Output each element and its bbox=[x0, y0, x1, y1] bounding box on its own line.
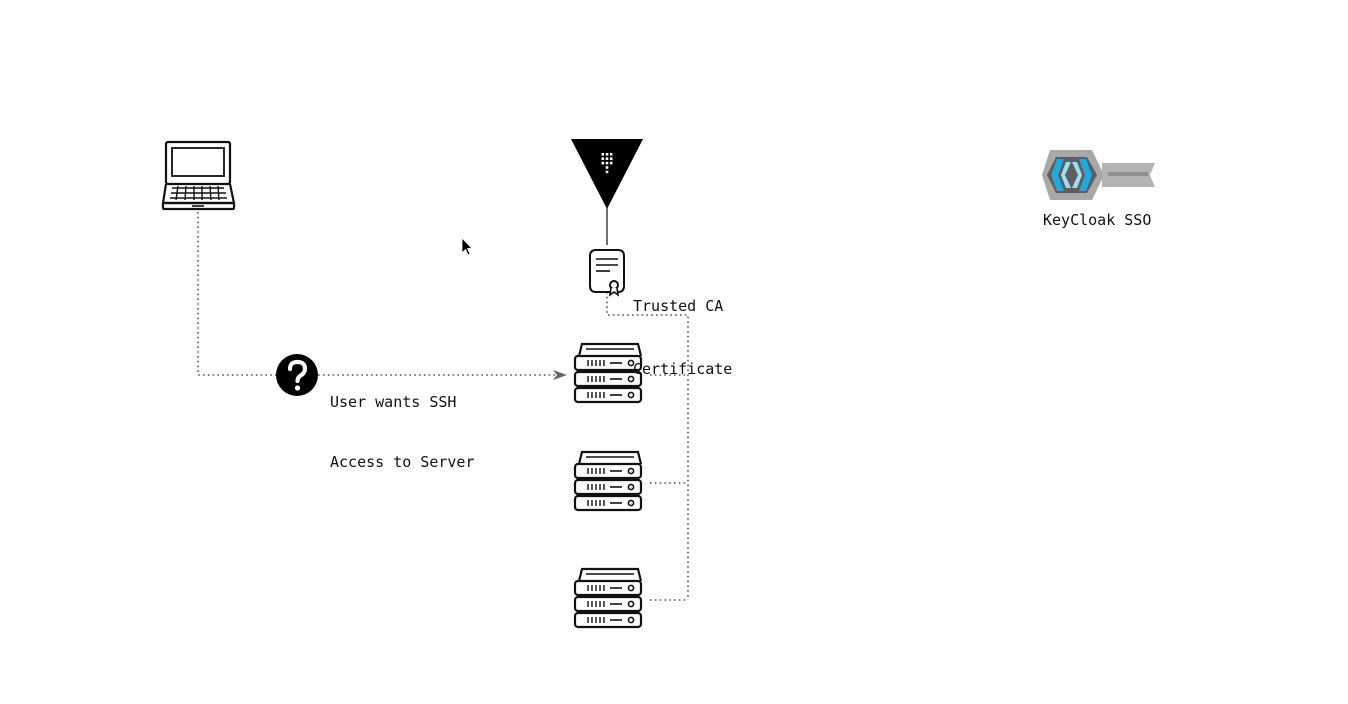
trusted-ca-label-line1: Trusted CA bbox=[633, 297, 724, 315]
vault-icon bbox=[571, 139, 643, 209]
server-icon bbox=[573, 567, 643, 629]
servers bbox=[573, 342, 643, 629]
server-icon bbox=[573, 342, 643, 404]
connectors bbox=[197, 212, 689, 601]
trusted-ca-label-line2: Certificate bbox=[633, 360, 733, 378]
keycloak-key-icon bbox=[1042, 150, 1155, 200]
laptop-to-server-connector bbox=[197, 212, 556, 376]
question-icon bbox=[276, 354, 318, 396]
certificate-icon bbox=[589, 249, 625, 297]
keycloak-label: KeyCloak SSO bbox=[1043, 211, 1152, 229]
arrow-head-icon bbox=[553, 370, 567, 380]
trusted-ca-label: Trusted CA Certificate bbox=[633, 254, 732, 401]
laptop-icon bbox=[161, 140, 236, 211]
user-request-label-line1: User wants SSH bbox=[330, 393, 457, 411]
server-icon bbox=[573, 450, 643, 512]
user-request-label-line2: Access to Server bbox=[330, 453, 475, 471]
user-request-label: User wants SSH Access to Server bbox=[330, 352, 475, 492]
ca-to-servers-bus bbox=[606, 292, 689, 600]
mouse-cursor-icon bbox=[461, 237, 473, 256]
